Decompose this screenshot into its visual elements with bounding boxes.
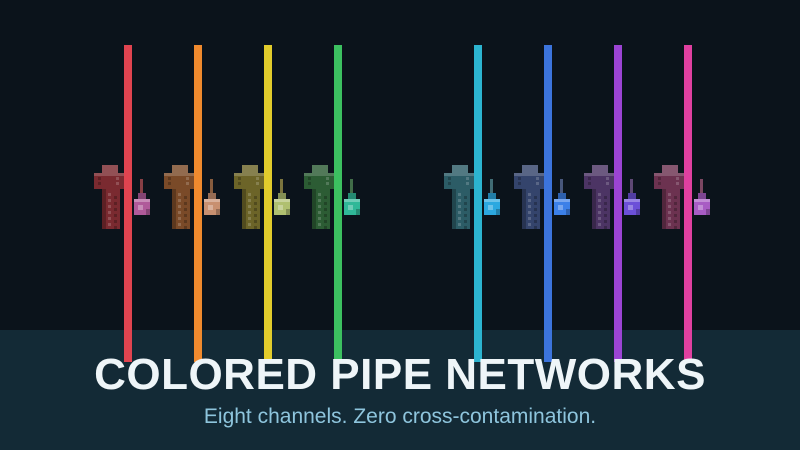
machine-icon: [304, 165, 360, 229]
machine-sprite-pink: [654, 163, 722, 233]
pipe-orange: [194, 45, 202, 362]
machine-sprite-orange: [164, 163, 232, 233]
machine-sprite-cyan: [444, 163, 512, 233]
machine-icon: [514, 165, 570, 229]
machine-icon: [164, 165, 220, 229]
pipe-yellow: [264, 45, 272, 362]
pipe-red: [124, 45, 132, 362]
pipe-blue: [544, 45, 552, 362]
machine-icon: [444, 165, 500, 229]
machine-icon: [584, 165, 640, 229]
machine-sprite-green: [304, 163, 372, 233]
pipe-green: [334, 45, 342, 362]
machine-sprite-red: [94, 163, 162, 233]
banner-title: COLORED PIPE NETWORKS: [94, 350, 706, 399]
machine-sprite-blue: [514, 163, 582, 233]
machine-icon: [654, 165, 710, 229]
machine-icon: [234, 165, 290, 229]
machine-sprite-purple: [584, 163, 652, 233]
pipe-cyan: [474, 45, 482, 362]
title-banner: [0, 330, 800, 450]
pipe-purple: [614, 45, 622, 362]
machine-sprite-yellow: [234, 163, 302, 233]
machine-icon: [94, 165, 150, 229]
pipe-pink: [684, 45, 692, 362]
banner-subtitle: Eight channels. Zero cross-contamination…: [203, 405, 597, 428]
